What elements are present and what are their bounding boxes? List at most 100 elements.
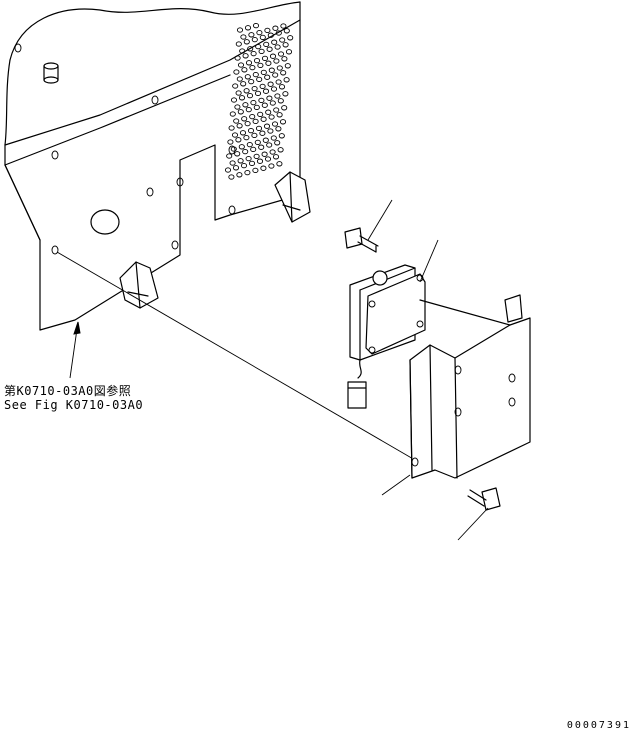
vent-hole	[251, 85, 258, 92]
vent-hole	[258, 144, 265, 150]
vent-hole	[253, 153, 260, 160]
vent-hole	[232, 83, 239, 89]
vent-hole	[241, 67, 248, 73]
vent-hole	[258, 97, 265, 104]
vent-hole	[237, 158, 244, 164]
wire-connector	[347, 359, 367, 409]
mounting-clip-left	[119, 261, 159, 309]
vent-hole	[274, 93, 281, 99]
vent-hole	[241, 116, 248, 122]
vent-hole	[240, 162, 248, 169]
main-panel	[4, 1, 301, 331]
vent-hole	[233, 69, 240, 75]
vent-hole	[248, 160, 256, 167]
vent-hole	[243, 39, 250, 45]
vent-hole	[255, 125, 263, 132]
vent-hole	[238, 144, 245, 150]
vent-hole	[230, 146, 237, 152]
vent-hole	[263, 41, 270, 48]
vent-hole	[243, 134, 250, 141]
vent-hole	[252, 71, 259, 78]
reference-label-japanese: 第K0710-03A0図参照	[4, 384, 132, 398]
vent-hole	[261, 55, 269, 62]
vent-hole	[245, 106, 252, 113]
vent-hole	[268, 114, 275, 120]
vent-hole	[271, 39, 278, 45]
vent-hole	[274, 44, 281, 50]
vent-hole	[264, 74, 271, 80]
vent-hole	[272, 72, 279, 78]
vent-perforations	[224, 22, 294, 180]
vent-hole	[268, 67, 275, 73]
reference-leader	[69, 321, 81, 379]
vent-hole	[279, 119, 287, 125]
vent-hole	[275, 126, 282, 132]
mounting-clip-right	[274, 171, 311, 223]
vent-hole	[259, 34, 266, 41]
vent-hole	[269, 100, 276, 106]
vent-hole	[267, 32, 274, 38]
vent-hole	[256, 76, 263, 83]
vent-hole	[252, 118, 259, 125]
vent-hole	[224, 167, 232, 173]
vent-hole	[234, 55, 241, 61]
vent-hole	[236, 27, 244, 33]
mounting-bracket	[381, 294, 531, 496]
vent-hole	[250, 99, 257, 106]
vent-hole	[242, 148, 249, 155]
vent-hole	[236, 76, 243, 82]
vent-hole	[252, 167, 259, 174]
vent-hole	[262, 88, 270, 94]
vent-hole	[230, 97, 238, 103]
vent-hole	[246, 92, 254, 99]
vent-hole	[273, 107, 280, 113]
vent-hole	[275, 79, 282, 85]
vent-hole	[276, 65, 283, 71]
vent-hole	[282, 91, 289, 97]
vent-hole	[283, 28, 290, 34]
vent-hole	[233, 118, 240, 124]
vent-hole	[236, 172, 243, 178]
vent-hole	[277, 147, 284, 153]
vent-hole	[228, 174, 235, 180]
vent-hole	[259, 130, 266, 136]
vent-hole	[244, 120, 251, 127]
vent-hole	[257, 111, 264, 118]
vent-hole	[267, 128, 274, 134]
bolt-lower	[457, 487, 501, 541]
vent-hole	[265, 60, 272, 66]
vent-hole	[280, 23, 287, 29]
vent-hole	[269, 53, 277, 59]
bolt-upper	[344, 199, 393, 253]
vent-hole	[244, 74, 251, 80]
vent-hole	[277, 98, 284, 104]
vent-hole	[279, 37, 286, 43]
vent-hole	[228, 125, 235, 131]
vent-hole	[229, 160, 236, 166]
vent-hole	[248, 78, 255, 85]
vent-hole	[256, 158, 264, 164]
vent-hole	[232, 165, 240, 171]
vent-hole	[234, 151, 241, 157]
vent-hole	[259, 83, 266, 90]
vent-hole	[239, 48, 246, 54]
vent-hole	[253, 104, 260, 111]
vent-hole	[266, 142, 273, 148]
vent-hole	[272, 25, 279, 31]
vent-hole	[268, 163, 275, 169]
vent-hole	[267, 81, 274, 87]
vent-hole	[284, 63, 291, 69]
vent-hole	[244, 169, 251, 176]
vent-hole	[260, 69, 267, 76]
vent-hole	[276, 161, 283, 167]
vent-hole	[252, 22, 260, 29]
stud	[43, 62, 59, 84]
vent-hole	[275, 30, 282, 36]
vent-hole	[281, 105, 288, 111]
vent-hole	[282, 42, 289, 48]
vent-hole	[239, 130, 247, 136]
vent-hole	[270, 86, 278, 92]
vent-hole	[261, 102, 268, 108]
vent-hole	[255, 43, 262, 50]
